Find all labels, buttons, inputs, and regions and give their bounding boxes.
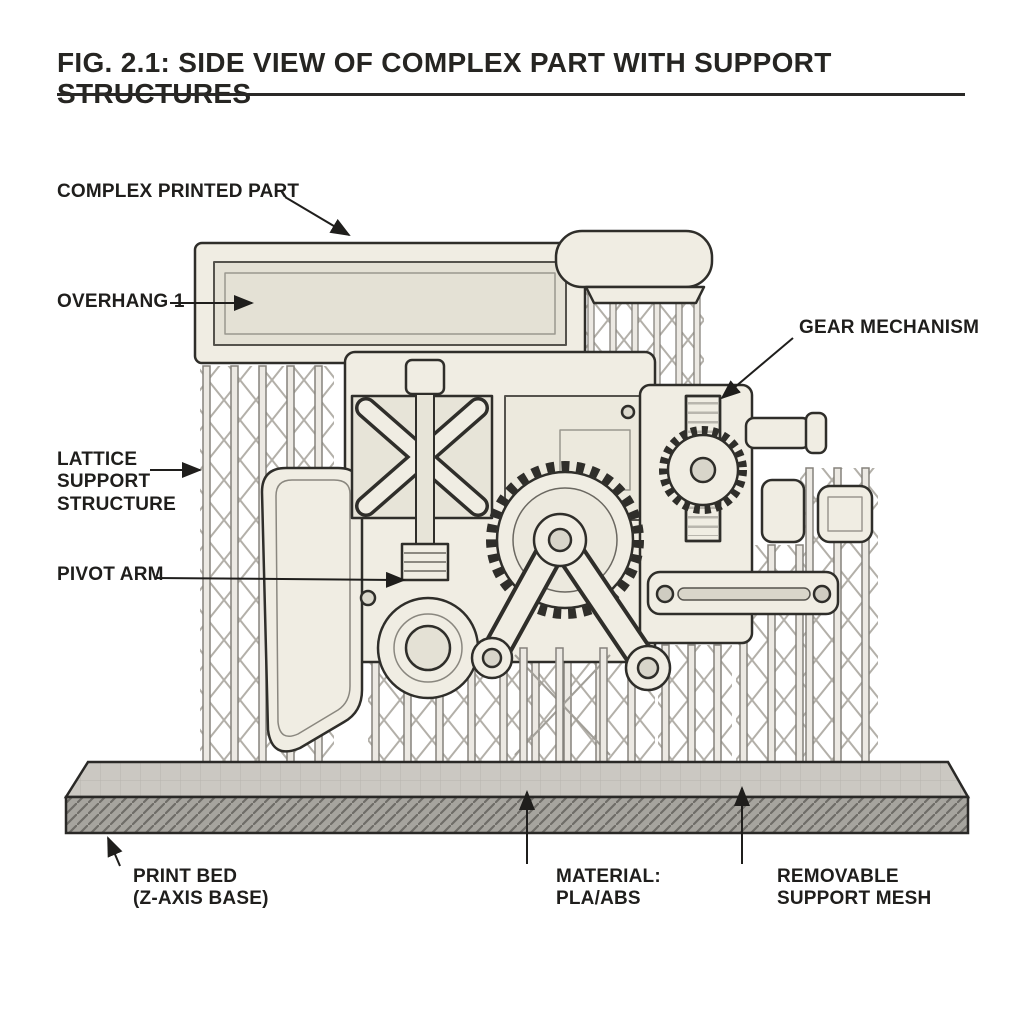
title-rule xyxy=(57,93,965,96)
left-shield-inner-line xyxy=(275,479,351,737)
spindle-shaft xyxy=(415,393,435,545)
spindle-cap xyxy=(404,358,446,396)
left-shield-plate xyxy=(260,466,364,753)
label-material: MATERIAL: PLA/ABS xyxy=(556,866,661,910)
bolt-1 xyxy=(359,589,377,607)
right-bracket-2 xyxy=(816,484,874,544)
printed-part xyxy=(193,229,874,753)
pivot-arm xyxy=(470,512,672,692)
print-bed-top xyxy=(63,760,971,799)
overhang-recess xyxy=(213,261,567,346)
leader-pivot-arm xyxy=(154,571,406,588)
leader-gear-mechanism xyxy=(720,337,794,400)
leader-complex-printed-part xyxy=(284,196,351,237)
right-arm-cylinder xyxy=(744,416,812,450)
top-lobe xyxy=(554,229,714,289)
gear-mechanism xyxy=(659,394,747,543)
slotted-link xyxy=(646,570,840,616)
lower-left-boss xyxy=(376,596,480,700)
print-bed xyxy=(63,760,971,835)
figure-title: FIG. 2.1: SIDE VIEW OF COMPLEX PART WITH… xyxy=(57,47,832,109)
right-bracket-1 xyxy=(760,478,806,544)
right-bracket-cutout xyxy=(827,496,863,532)
print-bed-front xyxy=(64,795,970,835)
bolt-2 xyxy=(620,404,636,420)
right-arm-cap xyxy=(804,411,828,455)
label-gear-mechanism: GEAR MECHANISM xyxy=(799,317,980,338)
label-pivot-arm: PIVOT ARM xyxy=(57,564,164,585)
top-lobe-ledge xyxy=(584,285,706,305)
leader-print-bed xyxy=(107,836,123,867)
label-lattice-support-structure: LATTICE SUPPORT STRUCTURE xyxy=(57,449,176,515)
label-overhang-1: OVERHANG 1 xyxy=(57,291,185,312)
label-removable-support-mesh: REMOVABLE SUPPORT MESH xyxy=(777,866,932,910)
coupling-ribs xyxy=(404,552,446,572)
label-print-bed: PRINT BED (Z-AXIS BASE) xyxy=(133,866,269,910)
label-complex-printed-part: COMPLEX PRINTED PART xyxy=(57,181,300,202)
leader-lines xyxy=(107,196,794,867)
